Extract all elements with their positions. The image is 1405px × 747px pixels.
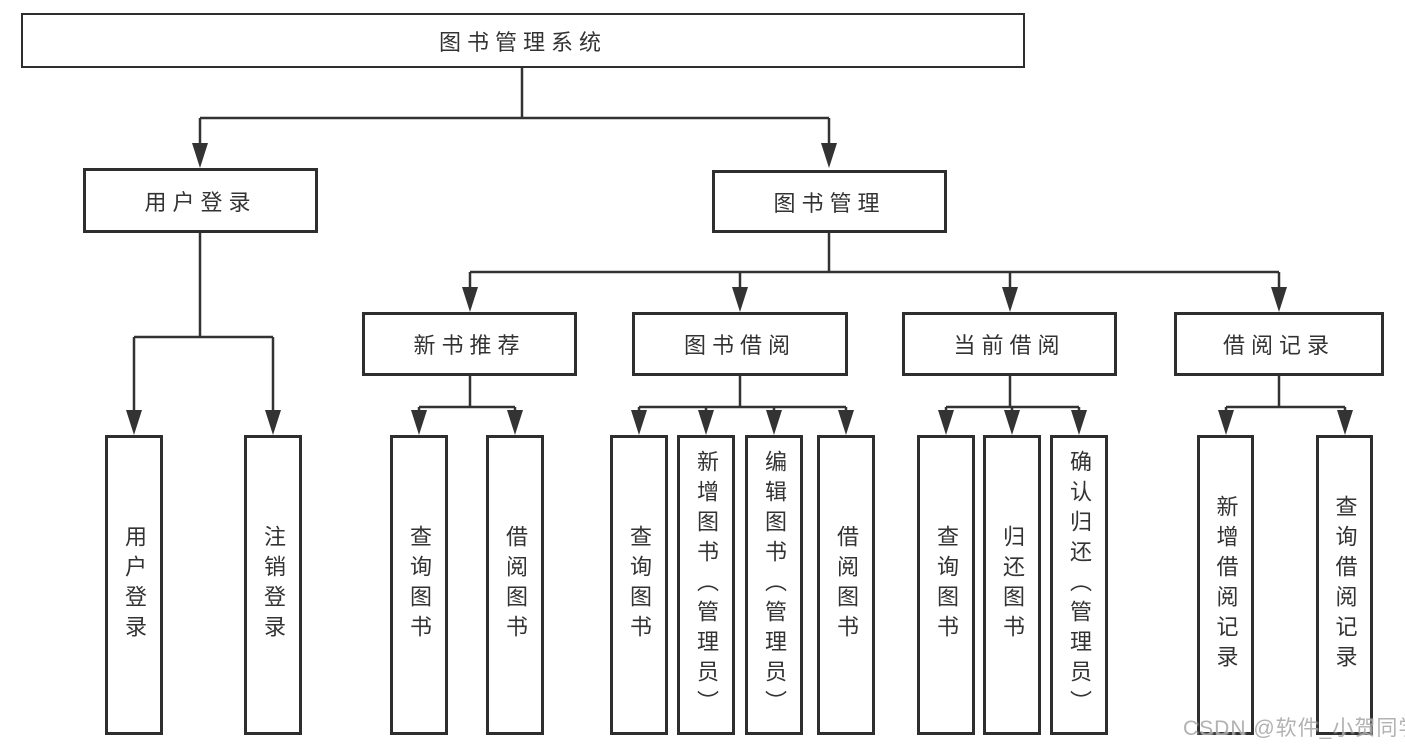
node-borrow-books-recommend: 借阅图书 xyxy=(486,435,544,735)
arrowheads xyxy=(126,143,1353,435)
node-book-borrowing: 图书借阅 xyxy=(632,312,848,376)
node-new-book-recommendation: 新书推荐 xyxy=(362,312,577,376)
node-library-system: 图书管理系统 xyxy=(21,13,1025,68)
node-user-login-action: 用户登录 xyxy=(105,435,163,735)
node-query-borrow-record: 查询借阅记录 xyxy=(1316,435,1373,735)
watermark: CSDN @软件_小贺同学 xyxy=(1183,717,1405,740)
node-edit-books-admin: 编辑图书（管理员） xyxy=(745,435,803,735)
node-query-books-borrowing: 查询图书 xyxy=(610,435,668,735)
node-current-borrowing: 当前借阅 xyxy=(902,312,1117,376)
node-logout-action: 注销登录 xyxy=(244,435,302,735)
node-borrow-books-borrowing: 借阅图书 xyxy=(817,435,875,735)
node-add-borrow-record: 新增借阅记录 xyxy=(1197,435,1254,735)
node-query-books-current: 查询图书 xyxy=(917,435,975,735)
node-query-books-recommend: 查询图书 xyxy=(390,435,448,735)
node-borrowing-records: 借阅记录 xyxy=(1174,312,1384,376)
node-user-login: 用户登录 xyxy=(83,168,318,233)
node-return-books: 归还图书 xyxy=(983,435,1041,735)
node-book-management: 图书管理 xyxy=(712,170,947,233)
node-confirm-return-admin: 确认归还（管理员） xyxy=(1050,435,1108,735)
node-add-books-admin: 新增图书（管理员） xyxy=(677,435,735,735)
